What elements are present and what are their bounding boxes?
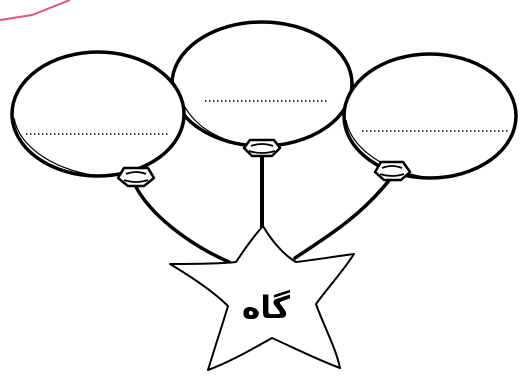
balloon-left: [12, 52, 184, 176]
balloon-knot-left: [118, 168, 154, 186]
balloon-right: [344, 54, 516, 178]
balloon-string-right: [295, 178, 391, 258]
star-word: گاه: [226, 288, 306, 328]
balloon-knot-right: [375, 162, 410, 180]
balloon-knot-middle: [244, 140, 280, 156]
frame-corner-decoration: [0, 0, 70, 20]
balloon-string-left: [135, 185, 229, 262]
balloon-middle: [172, 22, 352, 146]
